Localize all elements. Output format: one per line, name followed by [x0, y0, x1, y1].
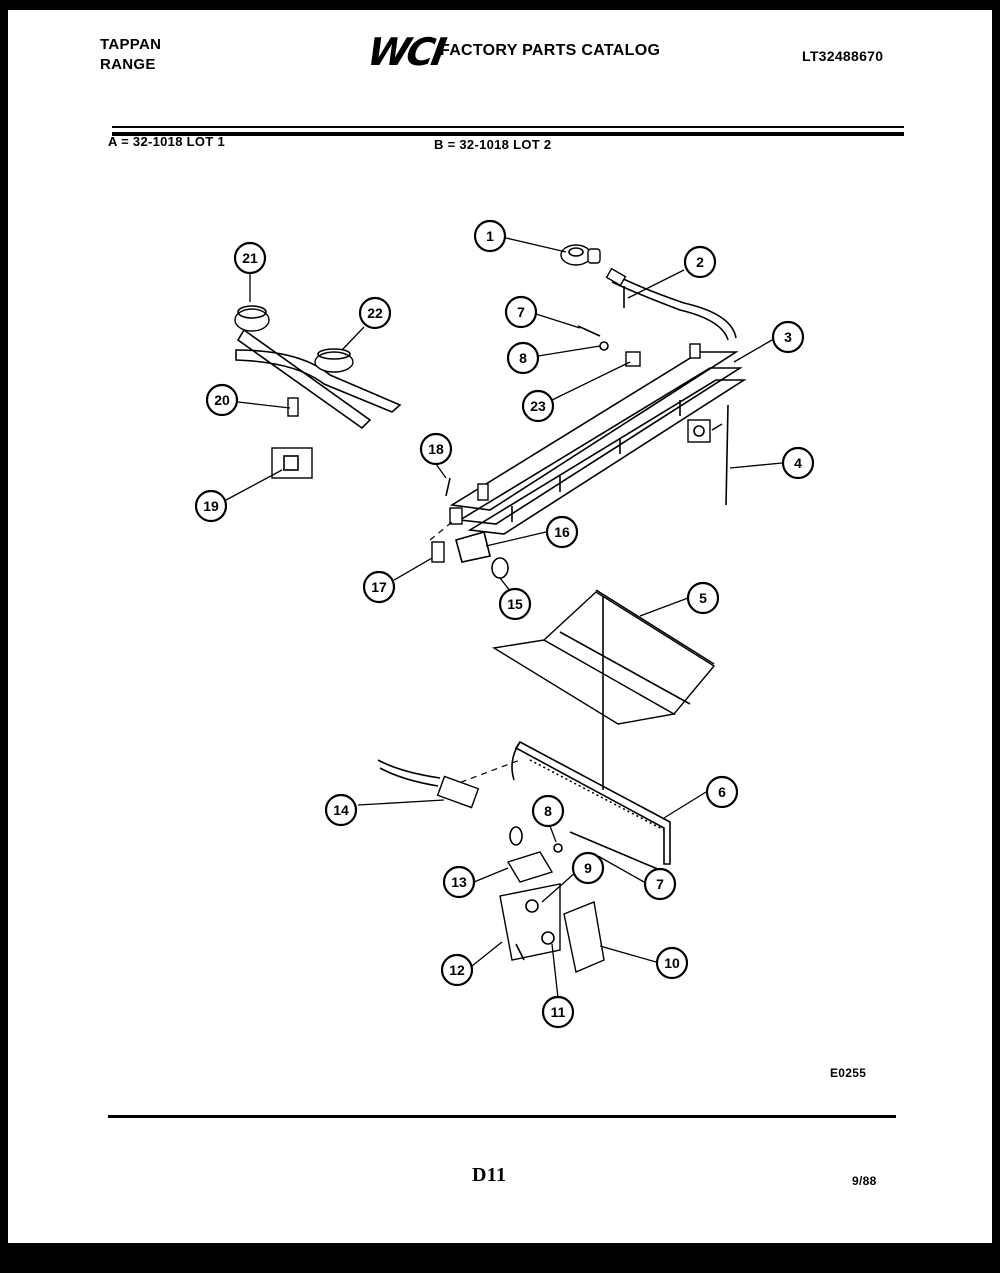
callout-21: 21 [233, 241, 267, 275]
svg-text:23: 23 [530, 398, 546, 414]
svg-text:19: 19 [203, 498, 219, 514]
callout-11: 11 [541, 995, 575, 1029]
callout-7-lower: 7 [643, 867, 677, 901]
callout-5: 5 [686, 581, 720, 615]
catalog-sheet [8, 10, 992, 1243]
header-rule-bottom [112, 132, 904, 136]
catalog-title: FACTORY PARTS CATALOG [440, 42, 661, 59]
callout-8-lower: 8 [531, 794, 565, 828]
svg-text:7: 7 [517, 304, 525, 320]
part-manifold-tube [605, 267, 737, 341]
svg-text:16: 16 [554, 524, 570, 540]
part-orifice-lower [553, 831, 661, 871]
callout-17: 17 [362, 570, 396, 604]
leader-lines [225, 237, 783, 999]
part-sensing-bulb [687, 404, 729, 506]
svg-text:6: 6 [718, 784, 726, 800]
part-safety-valve [499, 826, 605, 973]
part-burner-baffle [492, 589, 716, 790]
callout-18: 18 [419, 432, 453, 466]
drawing-code: E0255 [830, 1066, 867, 1080]
callout-2: 2 [683, 245, 717, 279]
svg-text:1: 1 [486, 228, 494, 244]
callout-20: 20 [205, 383, 239, 417]
svg-text:21: 21 [242, 250, 258, 266]
lot-b-label: B = 32-1018 LOT 2 [434, 137, 552, 152]
footer-rule [108, 1115, 896, 1118]
svg-text:15: 15 [507, 596, 523, 612]
model-number: LT32488670 [802, 48, 884, 64]
callout-14: 14 [324, 793, 358, 827]
part-orifice-upper [577, 325, 641, 367]
part-regulator [560, 244, 601, 266]
callout-9: 9 [571, 851, 605, 885]
callout-19: 19 [194, 489, 228, 523]
callout-10: 10 [655, 946, 689, 980]
callout-4: 4 [781, 446, 815, 480]
header-rule-top [112, 126, 904, 128]
callout-12: 12 [440, 953, 474, 987]
callout-1: 1 [473, 219, 507, 253]
svg-text:8: 8 [544, 803, 552, 819]
page-number: D11 [472, 1164, 507, 1186]
svg-text:8: 8 [519, 350, 527, 366]
callout-15: 15 [498, 587, 532, 621]
part-top-burner-assembly [234, 305, 402, 479]
part-valve-fittings [429, 477, 509, 579]
callout-8-upper: 8 [506, 341, 540, 375]
svg-text:13: 13 [451, 874, 467, 890]
svg-text:5: 5 [699, 590, 707, 606]
brand-name: TAPPAN [100, 36, 162, 53]
svg-text:10: 10 [664, 955, 680, 971]
product-type: RANGE [100, 56, 156, 73]
part-igniter [377, 759, 480, 809]
callout-16: 16 [545, 515, 579, 549]
lot-a-label: A = 32-1018 LOT 1 [108, 134, 225, 149]
svg-text:22: 22 [367, 305, 383, 321]
svg-text:14: 14 [333, 802, 349, 818]
callout-7-upper: 7 [504, 295, 538, 329]
svg-text:9: 9 [584, 860, 592, 876]
callout-3: 3 [771, 320, 805, 354]
revision-date: 9/88 [852, 1174, 877, 1188]
svg-text:2: 2 [696, 254, 704, 270]
callout-22: 22 [358, 296, 392, 330]
svg-text:18: 18 [428, 441, 444, 457]
svg-text:17: 17 [371, 579, 387, 595]
svg-text:12: 12 [449, 962, 465, 978]
callout-13: 13 [442, 865, 476, 899]
callout-6: 6 [705, 775, 739, 809]
callout-23: 23 [521, 389, 555, 423]
svg-text:3: 3 [784, 329, 792, 345]
svg-text:4: 4 [794, 455, 802, 471]
part-manifold-rails [449, 343, 747, 535]
svg-text:11: 11 [551, 1004, 566, 1020]
svg-text:7: 7 [656, 876, 664, 892]
svg-text:20: 20 [214, 392, 230, 408]
